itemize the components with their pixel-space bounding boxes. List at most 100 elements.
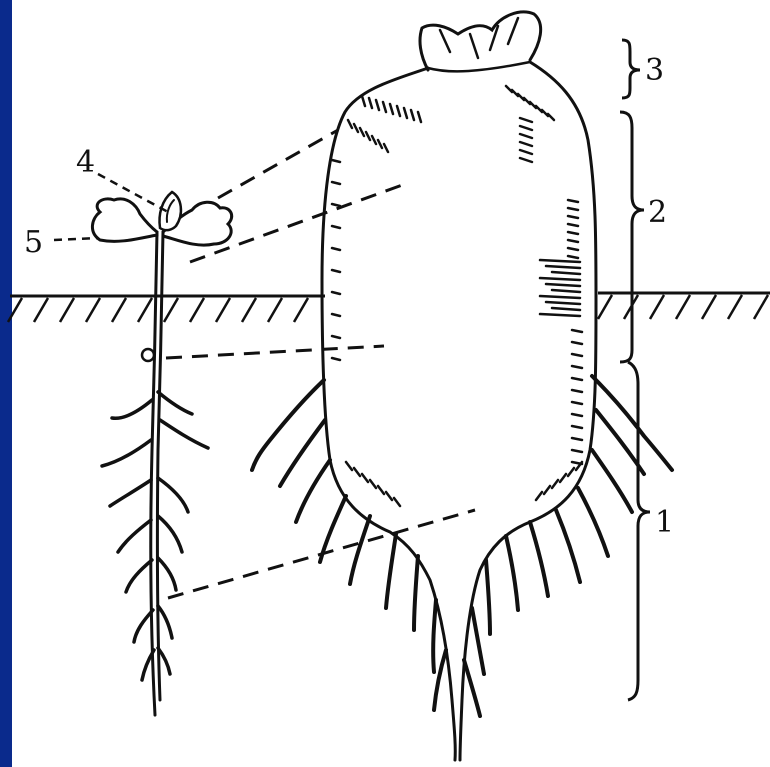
root-surface-mark bbox=[332, 292, 340, 294]
root-surface-mark bbox=[506, 86, 512, 92]
seedling-lateral-root bbox=[112, 400, 152, 418]
mature-lateral-root bbox=[386, 534, 396, 608]
label-root-zone: 1 bbox=[655, 505, 674, 540]
mature-lateral-root bbox=[506, 536, 518, 610]
root-surface-mark bbox=[568, 224, 578, 226]
mature-lateral-root bbox=[530, 522, 548, 596]
root-surface-mark bbox=[520, 142, 532, 146]
mature-radish bbox=[252, 12, 672, 760]
label-seedling-bud: 4 bbox=[76, 145, 95, 180]
root-surface-mark bbox=[362, 474, 368, 482]
root-surface-mark bbox=[411, 110, 414, 120]
root-surface-mark bbox=[518, 94, 524, 100]
root-surface-mark bbox=[366, 132, 370, 140]
root-surface-mark bbox=[544, 486, 550, 494]
soil-hatch bbox=[294, 298, 308, 322]
root-surface-mark bbox=[372, 136, 376, 144]
mature-lateral-root bbox=[296, 460, 330, 522]
root-surface-mark bbox=[520, 158, 532, 162]
root-surface-marks bbox=[332, 86, 582, 506]
mature-lateral-root bbox=[350, 516, 370, 584]
root-surface-mark bbox=[572, 438, 582, 440]
soil-hatch bbox=[86, 298, 100, 322]
root-surface-mark bbox=[332, 182, 340, 184]
root-surface-mark bbox=[384, 144, 388, 152]
root-surface-mark bbox=[370, 480, 376, 488]
root-surface-mark bbox=[520, 118, 532, 122]
root-surface-mark bbox=[540, 314, 580, 316]
seedling-node bbox=[142, 349, 154, 361]
label-crown-zone: 3 bbox=[645, 53, 664, 88]
seedling-axis-edge bbox=[157, 232, 163, 700]
root-surface-mark bbox=[332, 226, 340, 228]
root-surface-mark bbox=[378, 486, 384, 494]
root-surface-mark bbox=[572, 342, 582, 344]
root-surface-mark bbox=[572, 366, 582, 368]
soil-hatch bbox=[34, 298, 48, 322]
mature-lateral-root bbox=[433, 600, 436, 672]
brace-1 bbox=[628, 362, 650, 700]
root-surface-mark bbox=[568, 208, 578, 210]
mature-lateral-root bbox=[414, 556, 418, 630]
root-surface-mark bbox=[332, 314, 340, 316]
root-surface-mark bbox=[383, 102, 386, 112]
soil-hatch bbox=[190, 298, 204, 322]
seedling-cotyledon-left bbox=[92, 199, 157, 241]
mature-lateral-root bbox=[578, 488, 608, 556]
seedling-lateral-root bbox=[158, 558, 176, 590]
seedling-lateral-root bbox=[118, 520, 151, 552]
brace-3 bbox=[622, 40, 640, 98]
root-surface-mark bbox=[568, 468, 574, 476]
root-surface-mark bbox=[552, 480, 558, 488]
seedling-lateral-roots bbox=[102, 392, 208, 680]
mature-lateral-roots bbox=[252, 376, 672, 716]
root-surface-mark bbox=[386, 492, 392, 500]
soil-hatch bbox=[728, 295, 742, 319]
mature-lateral-root bbox=[464, 660, 480, 716]
left-border-strip bbox=[0, 0, 12, 767]
root-surface-mark bbox=[360, 128, 364, 136]
root-surface-mark bbox=[332, 248, 340, 250]
mature-lateral-root bbox=[556, 510, 580, 582]
seedling bbox=[92, 192, 231, 715]
seedling-lateral-root bbox=[126, 560, 152, 592]
label-seedling-cotyledon: 5 bbox=[24, 225, 43, 260]
root-surface-mark bbox=[332, 160, 340, 162]
root-surface-mark bbox=[548, 114, 554, 120]
soil-hatch bbox=[650, 295, 664, 319]
soil-hatch bbox=[60, 298, 74, 322]
root-surface-mark bbox=[540, 296, 580, 298]
root-surface-mark bbox=[572, 426, 582, 428]
soil-hatch bbox=[676, 295, 690, 319]
brace-2 bbox=[620, 112, 644, 362]
soil-hatch bbox=[242, 298, 256, 322]
soil-hatch bbox=[138, 298, 152, 322]
root-surface-mark bbox=[552, 272, 580, 274]
crown-leaf-bases bbox=[420, 12, 541, 70]
seedling-axis bbox=[151, 232, 157, 715]
root-surface-mark bbox=[572, 330, 582, 332]
soil-hatch bbox=[598, 295, 612, 319]
seedling-bud bbox=[160, 192, 181, 230]
root-surface-mark bbox=[348, 120, 352, 128]
root-surface-mark bbox=[404, 108, 407, 118]
root-surface-mark bbox=[376, 100, 379, 110]
root-surface-mark bbox=[418, 112, 421, 122]
root-surface-mark bbox=[572, 390, 582, 392]
root-surface-mark bbox=[536, 492, 542, 500]
root-surface-mark bbox=[546, 266, 580, 268]
root-surface-mark bbox=[542, 110, 548, 116]
root-surface-mark bbox=[332, 336, 340, 338]
root-surface-mark bbox=[552, 290, 580, 292]
root-surface-mark bbox=[512, 90, 518, 96]
seedling-lateral-root bbox=[110, 480, 151, 506]
root-surface-mark bbox=[568, 248, 578, 250]
label-hypocotyl-zone: 2 bbox=[648, 195, 667, 230]
mature-lateral-root bbox=[472, 608, 484, 674]
root-surface-mark bbox=[332, 358, 340, 360]
root-surface-mark bbox=[568, 200, 578, 202]
seedling-lateral-root bbox=[160, 420, 208, 448]
root-surface-mark bbox=[530, 102, 536, 108]
root-surface-mark bbox=[572, 402, 582, 404]
